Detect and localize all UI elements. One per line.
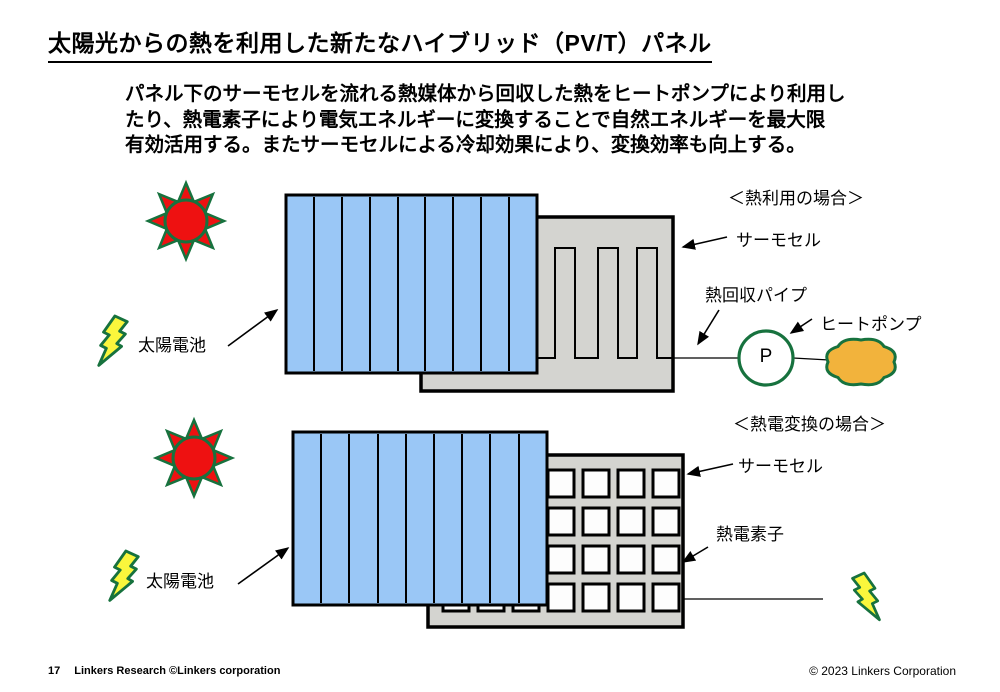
heat-pump-arrow [789, 318, 813, 334]
footer-left: 17 Linkers Research ©Linkers corporation [48, 665, 280, 677]
pv-panel [284, 193, 539, 375]
footer-copyright: © 2023 Linkers Corporation [809, 664, 956, 678]
heat-recovery-pipe-label: 熱回収パイプ [705, 286, 807, 305]
case-label-thermoelectric: ＜熱電変換の場合＞ [733, 415, 886, 434]
thermocell-arrow [681, 236, 728, 250]
lightning-bolt-icon [851, 571, 881, 622]
heat-pump-label: ヒートポンプ [820, 315, 922, 334]
pump-line-to-heat [792, 357, 830, 361]
heat-cloud-icon [825, 337, 897, 387]
pv-panel [291, 430, 549, 607]
solar-cell-label: 太陽電池 [138, 336, 206, 355]
sun-icon [144, 179, 228, 263]
thermoelectric-arrow [681, 546, 709, 563]
solar-cell-arrow [227, 309, 279, 347]
thermocell-arrow [686, 463, 734, 477]
thermocell-label: サーモセル [738, 457, 823, 476]
heat-pipe-arrow [697, 309, 720, 346]
thermocell-label: サーモセル [736, 231, 821, 250]
lightning-bolt-icon [108, 549, 140, 602]
slide-title: 太陽光からの熱を利用した新たなハイブリッド（PV/T）パネル [48, 24, 712, 63]
sun-icon [152, 416, 236, 500]
solar-cell-label: 太陽電池 [146, 572, 214, 591]
pump-circle-icon [737, 329, 795, 387]
footer-credit: Linkers Research ©Linkers corporation [74, 665, 281, 677]
lightning-bolt-icon [97, 314, 129, 367]
page-number: 17 [48, 665, 61, 677]
thermoelectric-element-label: 熱電素子 [716, 525, 784, 544]
pv-cell-stripes [320, 434, 520, 603]
slide-description: パネル下のサーモセルを流れる熱媒体から回収した熱をヒートポンプにより利用し たり… [125, 83, 846, 156]
case-label-heat-use: ＜熱利用の場合＞ [728, 189, 864, 208]
solar-cell-arrow [237, 547, 290, 585]
pump-symbol-text: P [759, 346, 773, 367]
pv-cell-stripes [313, 197, 510, 371]
